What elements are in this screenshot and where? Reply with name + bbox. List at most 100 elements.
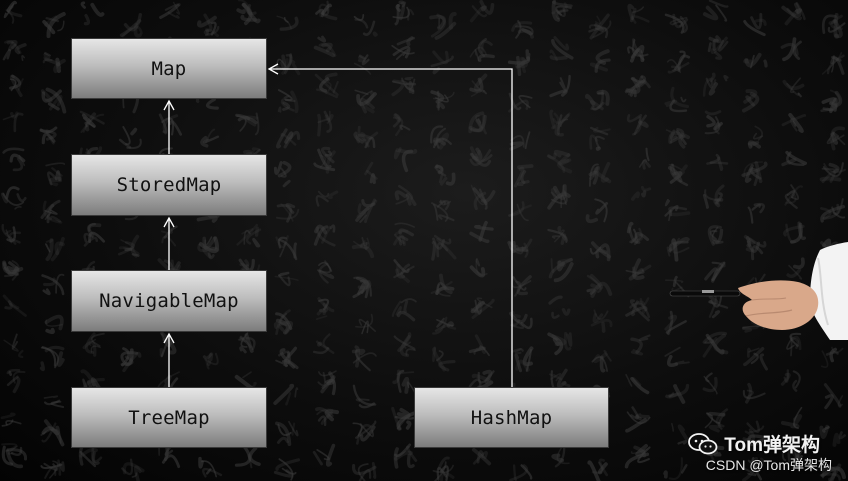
calligraphy-glyph (4, 113, 23, 131)
calligraphy-glyph (354, 238, 372, 256)
calligraphy-glyph (626, 77, 649, 96)
calligraphy-glyph (46, 239, 63, 260)
calligraphy-glyph (393, 409, 414, 429)
calligraphy-glyph (275, 163, 289, 186)
calligraphy-glyph (745, 14, 766, 34)
calligraphy-glyph (44, 14, 64, 36)
calligraphy-glyph (122, 460, 143, 481)
calligraphy-glyph (46, 317, 62, 333)
calligraphy-glyph (627, 298, 649, 320)
calligraphy-glyph (122, 15, 142, 37)
calligraphy-glyph (591, 128, 610, 149)
calligraphy-glyph (432, 201, 454, 222)
calligraphy-glyph (237, 446, 260, 467)
calligraphy-glyph (553, 1, 572, 20)
calligraphy-glyph (666, 15, 687, 33)
calligraphy-glyph (318, 371, 336, 394)
calligraphy-glyph (395, 334, 415, 355)
calligraphy-glyph (626, 260, 649, 278)
calligraphy-glyph (470, 113, 486, 133)
calligraphy-glyph (665, 458, 686, 479)
calligraphy-glyph (354, 278, 371, 297)
calligraphy-glyph (4, 296, 25, 316)
calligraphy-glyph (81, 112, 104, 132)
calligraphy-glyph (392, 38, 414, 59)
calligraphy-glyph (2, 444, 25, 466)
calligraphy-glyph (316, 226, 335, 245)
calligraphy-glyph (84, 334, 104, 356)
watermark-brand-text: Tom弹架构 (724, 430, 820, 457)
calligraphy-glyph (276, 55, 299, 74)
calligraphy-glyph (395, 223, 415, 244)
calligraphy-glyph (667, 386, 688, 402)
calligraphy-glyph (393, 78, 415, 95)
calligraphy-glyph (44, 53, 64, 71)
calligraphy-glyph (513, 21, 533, 38)
calligraphy-glyph (784, 78, 802, 96)
calligraphy-glyph (275, 311, 291, 334)
calligraphy-glyph (433, 318, 455, 334)
calligraphy-glyph (119, 237, 138, 256)
calligraphy-glyph (354, 386, 375, 407)
calligraphy-glyph (629, 224, 648, 244)
calligraphy-glyph (275, 386, 297, 405)
calligraphy-glyph (707, 155, 727, 169)
calligraphy-glyph (704, 74, 727, 95)
calligraphy-glyph (42, 347, 63, 369)
calligraphy-glyph (318, 261, 333, 282)
calligraphy-glyph (317, 2, 336, 19)
calligraphy-glyph (640, 149, 650, 169)
calligraphy-glyph (431, 14, 455, 38)
node-navigablemap: NavigableMap (71, 270, 267, 332)
calligraphy-glyph (317, 299, 333, 319)
calligraphy-glyph (199, 237, 218, 258)
calligraphy-glyph (587, 199, 606, 221)
calligraphy-glyph (4, 335, 22, 357)
calligraphy-glyph (627, 446, 650, 467)
calligraphy-glyph (749, 204, 764, 223)
calligraphy-glyph (277, 16, 297, 29)
calligraphy-glyph (200, 459, 221, 477)
calligraphy-glyph (314, 446, 333, 465)
calligraphy-glyph (823, 53, 844, 74)
calligraphy-glyph (354, 463, 375, 480)
calligraphy-glyph (823, 15, 844, 37)
calligraphy-glyph (472, 259, 487, 275)
node-hashmap-label: HashMap (471, 407, 552, 429)
calligraphy-glyph (394, 115, 409, 135)
calligraphy-glyph (431, 126, 451, 147)
node-storedmap-label: StoredMap (117, 174, 222, 196)
calligraphy-glyph (706, 112, 722, 134)
node-treemap: TreeMap (71, 387, 267, 448)
calligraphy-glyph (355, 55, 371, 74)
calligraphy-glyph (8, 370, 25, 391)
calligraphy-glyph (822, 163, 845, 182)
calligraphy-glyph (705, 410, 726, 431)
calligraphy-glyph (277, 236, 297, 259)
calligraphy-glyph (510, 51, 529, 74)
calligraphy-glyph (509, 240, 531, 257)
calligraphy-glyph (590, 164, 609, 186)
calligraphy-glyph (395, 149, 415, 171)
calligraphy-glyph (355, 15, 376, 35)
calligraphy-glyph (276, 348, 297, 368)
calligraphy-glyph (432, 52, 453, 73)
calligraphy-glyph (199, 15, 218, 35)
calligraphy-glyph (587, 91, 608, 109)
node-hashmap: HashMap (414, 387, 609, 448)
calligraphy-glyph (665, 348, 689, 366)
calligraphy-glyph (435, 166, 453, 185)
calligraphy-glyph (238, 0, 258, 23)
calligraphy-glyph (161, 333, 174, 356)
calligraphy-glyph (592, 351, 610, 371)
node-map-label: Map (152, 58, 187, 80)
calligraphy-glyph (783, 408, 802, 429)
calligraphy-glyph (704, 374, 717, 394)
calligraphy-glyph (549, 186, 569, 208)
calligraphy-glyph (471, 223, 492, 242)
calligraphy-glyph (511, 313, 532, 329)
calligraphy-glyph (396, 186, 415, 204)
calligraphy-glyph (827, 128, 844, 148)
calligraphy-glyph (822, 348, 843, 368)
calligraphy-glyph (122, 349, 140, 371)
